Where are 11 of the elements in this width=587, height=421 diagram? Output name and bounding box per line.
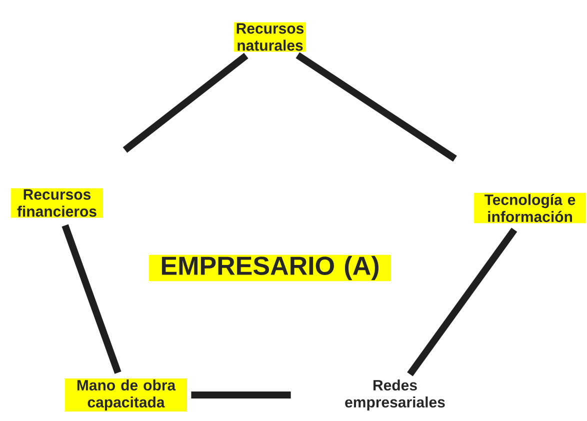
connector-line — [296, 52, 457, 162]
center-title: EMPRESARIO (A) — [149, 254, 391, 282]
factor-label: Mano de obra capacitada — [65, 378, 187, 412]
connector-line — [62, 224, 122, 374]
factor-label: Tecnología e información — [474, 192, 586, 224]
factor-label: Redes empresariales — [345, 380, 445, 410]
factor-label: Recursos financieros — [11, 188, 103, 218]
connector-line — [191, 392, 291, 398]
connector-line — [122, 52, 248, 153]
connector-line — [407, 228, 518, 376]
factor-label: Recursos naturales — [234, 22, 306, 52]
